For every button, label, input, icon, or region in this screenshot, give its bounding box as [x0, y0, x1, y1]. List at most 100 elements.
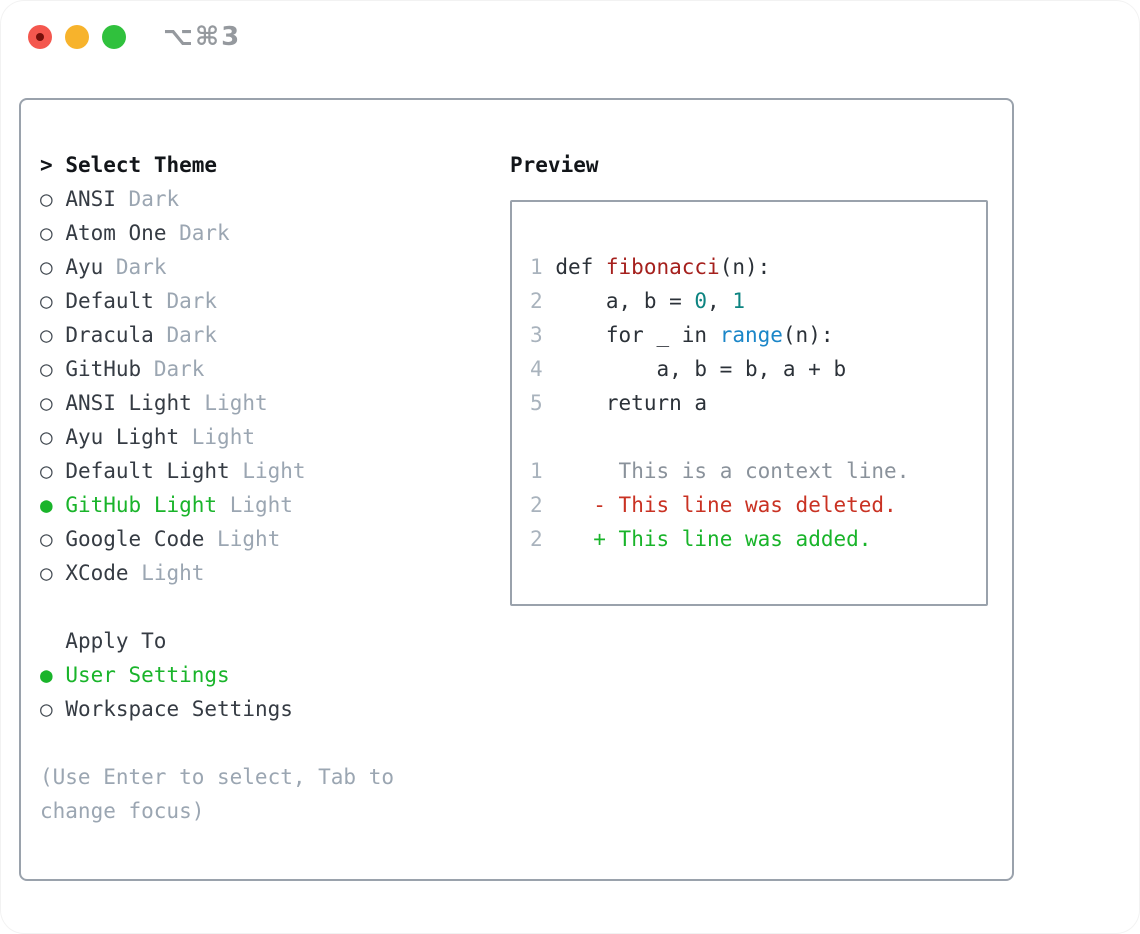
radio-icon: ○ — [40, 187, 53, 211]
theme-option-github-light[interactable]: ● GitHub Light Light — [40, 488, 502, 522]
zoom-button[interactable] — [102, 25, 126, 49]
code-token: a, b = — [555, 289, 695, 313]
diff-text: This is a context line. — [618, 459, 910, 483]
theme-name: Dracula — [65, 323, 154, 347]
theme-name: GitHub — [65, 357, 142, 381]
radio-icon: ○ — [40, 255, 53, 279]
theme-variant-label: Light — [242, 459, 306, 483]
radio-icon: ○ — [40, 289, 53, 313]
code-line: 2 a, b = 0, 1 — [530, 284, 986, 318]
theme-variant-label: Light — [191, 425, 255, 449]
line-number: 4 — [530, 357, 543, 381]
theme-name: Default — [65, 289, 154, 313]
code-token: range — [719, 323, 783, 347]
theme-option-ayu-light[interactable]: ○ Ayu Light Light — [40, 420, 502, 454]
plus-icon: + — [593, 527, 606, 551]
spacer — [40, 590, 502, 624]
code-token: fibonacci — [605, 255, 720, 279]
theme-option-google-code-light[interactable]: ○ Google Code Light — [40, 522, 502, 556]
theme-option-atom-one-dark[interactable]: ○ Atom One Dark — [40, 216, 502, 250]
theme-variant-label: Dark — [166, 289, 218, 313]
select-theme-header: > Select Theme — [40, 148, 502, 182]
theme-option-ayu-dark[interactable]: ○ Ayu Dark — [40, 250, 502, 284]
code-token: return a — [555, 391, 708, 415]
theme-list: ○ ANSI Dark○ Atom One Dark○ Ayu Dark○ De… — [40, 182, 502, 590]
radio-icon: ○ — [40, 527, 53, 551]
radio-icon: ○ — [40, 425, 53, 449]
diff-text: This line was deleted. — [618, 493, 897, 517]
preview-column: Preview 1 def fibonacci(n):2 a, b = 0, 1… — [502, 148, 1012, 879]
preview-header: Preview — [510, 153, 599, 177]
footer-hint-line-2: change focus) — [40, 799, 205, 823]
space-marker — [593, 459, 606, 483]
radio-icon: ○ — [40, 323, 53, 347]
code-line: 5 return a — [530, 386, 986, 420]
spacer — [40, 726, 502, 760]
diff-line-added: 2 + This line was added. — [530, 522, 986, 556]
theme-name: ANSI — [65, 187, 116, 211]
apply-option-label: Workspace Settings — [65, 697, 293, 721]
theme-variant-label: Dark — [179, 221, 230, 245]
radio-icon: ○ — [40, 561, 53, 585]
spacer — [530, 420, 986, 454]
cursor-icon: > — [40, 153, 53, 177]
line-number: 2 — [530, 493, 543, 517]
theme-name: GitHub Light — [65, 493, 218, 517]
apply-option-workspace-settings[interactable]: ○ Workspace Settings — [40, 692, 502, 726]
theme-name: Ayu Light — [65, 425, 180, 449]
code-line: 4 a, b = b, a + b — [530, 352, 986, 386]
theme-picker-panel: > Select Theme ○ ANSI Dark○ Atom One Dar… — [19, 98, 1014, 881]
apply-to-label: Apply To — [65, 629, 167, 653]
radio-icon: ○ — [40, 221, 53, 245]
theme-list-column: > Select Theme ○ ANSI Dark○ Atom One Dar… — [40, 148, 502, 879]
theme-name: Default Light — [65, 459, 230, 483]
theme-name: Ayu — [65, 255, 104, 279]
theme-option-github-dark[interactable]: ○ GitHub Dark — [40, 352, 502, 386]
radio-icon: ○ — [40, 357, 53, 381]
code-token: 0 — [694, 289, 708, 313]
theme-variant-label: Dark — [128, 187, 180, 211]
theme-name: XCode — [65, 561, 129, 585]
radio-icon: ○ — [40, 459, 53, 483]
code-line: 1 def fibonacci(n): — [530, 250, 986, 284]
code-token: def — [555, 255, 606, 279]
window-title: ⌥⌘3 — [163, 22, 242, 52]
theme-option-xcode-light[interactable]: ○ XCode Light — [40, 556, 502, 590]
apply-to-list: ● User Settings○ Workspace Settings — [40, 658, 502, 726]
minimize-button[interactable] — [65, 25, 89, 49]
line-number: 1 — [530, 459, 543, 483]
code-line: 3 for _ in range(n): — [530, 318, 986, 352]
radio-icon: ○ — [40, 697, 53, 721]
diff-line-context: 1 This is a context line. — [530, 454, 986, 488]
line-number: 5 — [530, 391, 543, 415]
code-token: 1 — [732, 289, 745, 313]
theme-variant-label: Light — [217, 527, 281, 551]
code-token: (n): — [719, 255, 771, 279]
theme-variant-label: Light — [229, 493, 293, 517]
theme-name: Google Code — [65, 527, 205, 551]
titlebar: ⌥⌘3 — [28, 22, 242, 52]
radio-icon: ○ — [40, 391, 53, 415]
code-token: a, b = b, a + b — [555, 357, 847, 381]
theme-option-default-dark[interactable]: ○ Default Dark — [40, 284, 502, 318]
theme-variant-label: Dark — [153, 357, 205, 381]
theme-variant-label: Dark — [115, 255, 167, 279]
theme-option-ansi-dark[interactable]: ○ ANSI Dark — [40, 182, 502, 216]
minus-icon: - — [593, 493, 606, 517]
apply-option-label: User Settings — [65, 663, 230, 687]
footer-hint-line-1: (Use Enter to select, Tab to — [40, 765, 395, 789]
theme-option-dracula-dark[interactable]: ○ Dracula Dark — [40, 318, 502, 352]
apply-to-header: Apply To — [40, 624, 502, 658]
theme-option-default-light[interactable]: ○ Default Light Light — [40, 454, 502, 488]
select-theme-label: Select Theme — [65, 153, 218, 177]
theme-name: Atom One — [65, 221, 167, 245]
close-button[interactable] — [28, 25, 52, 49]
line-number: 2 — [530, 289, 543, 313]
apply-option-user-settings[interactable]: ● User Settings — [40, 658, 502, 692]
diff-line-deleted: 2 - This line was deleted. — [530, 488, 986, 522]
line-number: 3 — [530, 323, 543, 347]
theme-option-ansi-light[interactable]: ○ ANSI Light Light — [40, 386, 502, 420]
line-number: 2 — [530, 527, 543, 551]
